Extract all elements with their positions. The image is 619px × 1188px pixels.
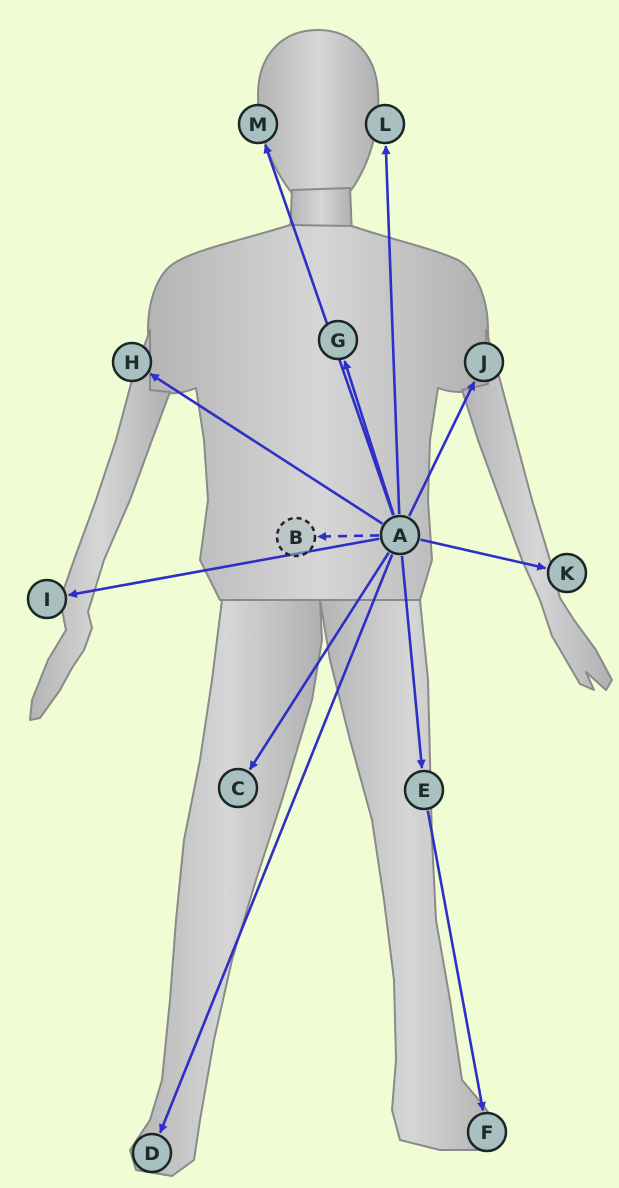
human-body-figure [30,30,612,1176]
node-label: D [144,1143,160,1165]
figure-arm-left [30,330,170,720]
node-label: B [289,527,303,549]
node-label: E [418,780,431,802]
node-label: J [478,352,487,374]
node-j: J [465,343,503,381]
node-g: G [319,321,357,359]
node-f: F [468,1113,506,1151]
node-label: G [330,330,346,352]
figure-leg-left [130,600,322,1176]
node-label: C [231,778,245,800]
node-k: K [548,554,586,592]
node-e: E [405,771,443,809]
node-d: D [133,1134,171,1172]
node-label: I [43,589,50,611]
node-label: F [481,1122,494,1144]
node-label: K [560,563,576,585]
figure-arm-right [462,330,612,690]
node-l: L [366,105,404,143]
node-h: H [113,343,151,381]
node-i: I [28,580,66,618]
node-label: L [379,114,391,136]
node-c: C [219,769,257,807]
node-label: A [393,525,408,547]
node-m: M [239,105,277,143]
node-label: M [249,114,268,136]
node-a: A [381,516,419,554]
figure-leg-right [320,600,500,1150]
node-label: H [124,352,140,374]
node-b: B [277,518,315,556]
